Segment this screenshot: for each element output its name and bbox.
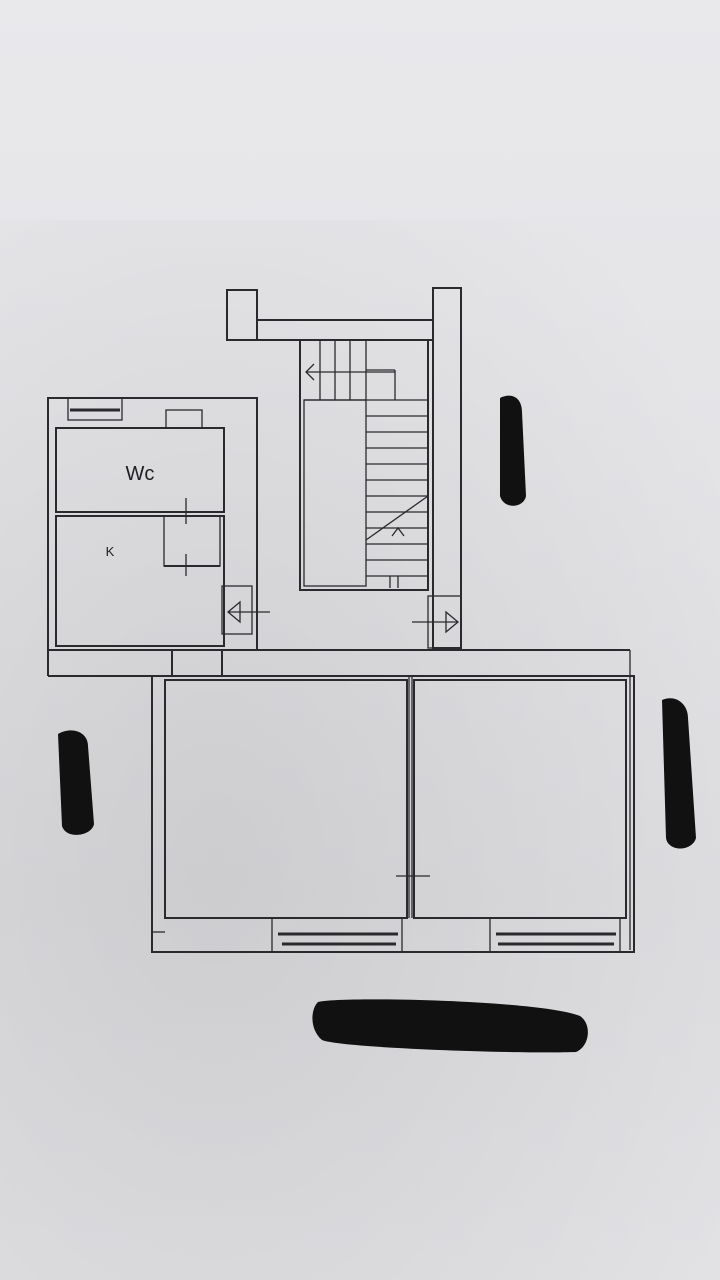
- redaction-mark-right-top: [500, 395, 526, 506]
- wc-label: Wc: [126, 463, 155, 485]
- redaction-mark-left: [58, 730, 94, 835]
- redaction-mark-right-bottom: [662, 698, 696, 849]
- stair-steps-right: [365, 399, 429, 588]
- window-left: [271, 917, 403, 953]
- window-right: [489, 917, 621, 953]
- entrance-arrow-left: [221, 585, 270, 635]
- entrance-arrow-right: [412, 595, 462, 649]
- kitchen-label: K: [106, 544, 115, 559]
- photo-shadow: [0, 220, 720, 1280]
- stair-steps-upper: [304, 340, 396, 401]
- stair-arrow-upper: [305, 363, 395, 381]
- redaction-mark-bottom: [312, 999, 588, 1053]
- staircase-block: [226, 287, 462, 650]
- wc-room: [55, 427, 225, 513]
- kitchen-room: [55, 515, 225, 647]
